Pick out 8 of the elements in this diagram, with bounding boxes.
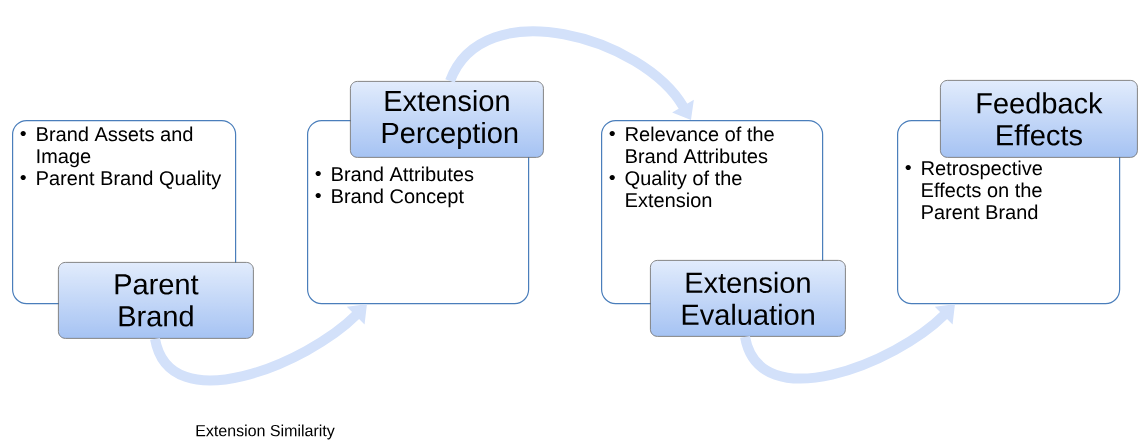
title-box: Extension Evaluation: [650, 260, 846, 337]
title-box: Parent Brand: [58, 262, 254, 339]
curved-arrow: [445, 26, 694, 120]
curved-arrow: [740, 304, 955, 384]
curved-arrow: [150, 304, 367, 386]
title-box: Extension Perception: [350, 81, 544, 158]
title-box: Feedback Effects: [940, 80, 1138, 158]
edge-label: Extension Similarity: [194, 423, 336, 441]
